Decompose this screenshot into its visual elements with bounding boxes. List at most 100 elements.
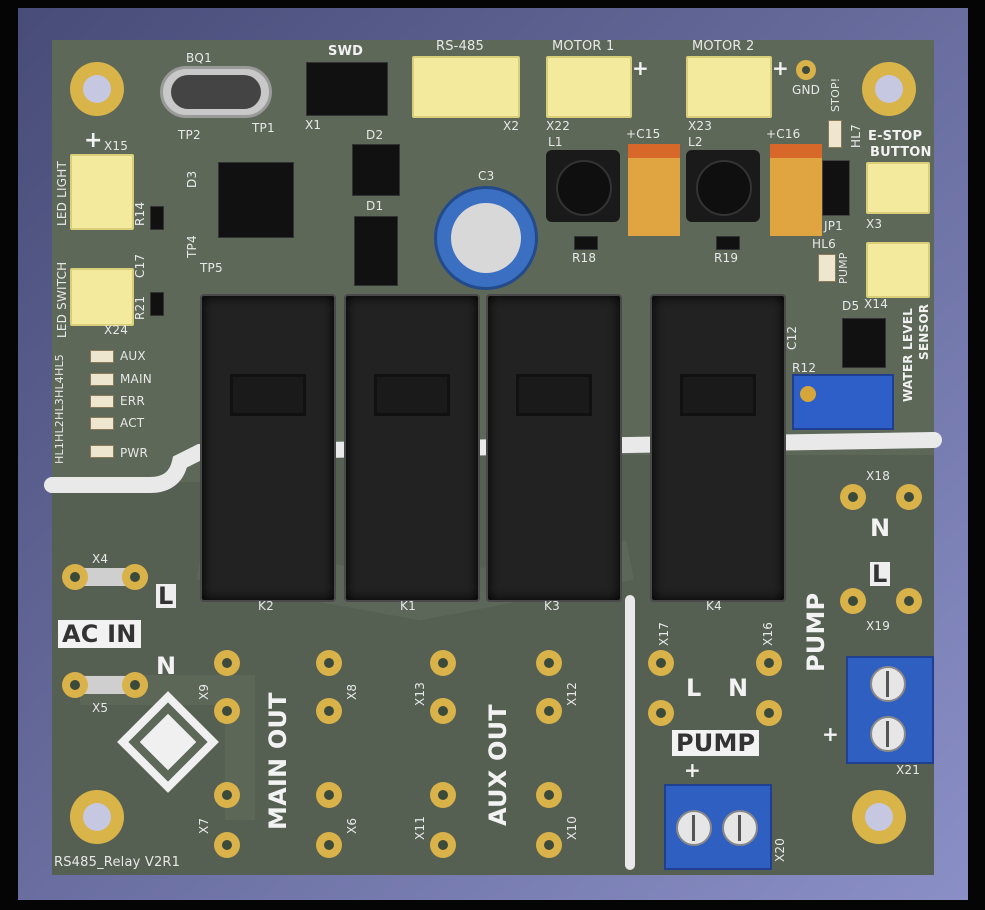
screw[interactable]	[676, 810, 712, 846]
pad	[430, 832, 456, 858]
pad	[316, 782, 342, 808]
label-led-light: LED LIGHT	[55, 161, 69, 226]
pad	[896, 484, 922, 510]
relay-k1	[344, 294, 480, 602]
label-k2: K2	[258, 599, 274, 613]
screw[interactable]	[870, 716, 906, 752]
label-c15: +C15	[626, 127, 661, 141]
label-k4: K4	[706, 599, 722, 613]
label-x7: X7	[197, 817, 211, 834]
label-x8: X8	[345, 683, 359, 700]
terminal-block-x20[interactable]	[664, 784, 772, 870]
led-light-connector	[70, 154, 134, 230]
label-c3: C3	[478, 169, 495, 183]
pad	[430, 698, 456, 724]
swd-header	[306, 62, 388, 116]
label-pump-bottom: PUMP	[672, 730, 760, 756]
mounting-hole-bottom-right	[852, 790, 906, 844]
label-tp2: TP2	[178, 128, 201, 142]
led-switch-connector	[70, 268, 134, 326]
motor2-connector	[686, 56, 772, 118]
indicator-label: ACT	[120, 416, 145, 430]
resistor-r18	[574, 236, 598, 250]
indicator-led	[90, 395, 114, 408]
pad	[122, 672, 148, 698]
pad	[316, 832, 342, 858]
capacitor-c3	[434, 186, 538, 290]
label-bq1: BQ1	[186, 51, 212, 65]
tantalum-c15	[628, 144, 680, 236]
label-main-out: MAIN OUT	[264, 692, 292, 830]
label-hl7: HL7	[849, 124, 863, 148]
label-motor1: MOTOR 1	[552, 39, 615, 54]
label-x6: X6	[345, 817, 359, 834]
relay-k2	[200, 294, 336, 602]
screw[interactable]	[870, 666, 906, 702]
pad	[122, 564, 148, 590]
indicator-label: PWR	[120, 446, 149, 460]
mcu-chip	[218, 162, 294, 238]
indicator-label: ERR	[120, 394, 145, 408]
label-r14: R14	[133, 201, 147, 226]
board-title: RS485_Relay V2R1	[54, 855, 181, 870]
label-tp1: TP1	[252, 121, 275, 135]
chip-d5	[842, 318, 886, 368]
pad	[316, 650, 342, 676]
label-sensor: SENSOR	[917, 303, 931, 360]
label-l2: L2	[688, 135, 703, 149]
pad	[316, 698, 342, 724]
label-motor2: MOTOR 2	[692, 39, 755, 54]
pad	[896, 588, 922, 614]
pump-plus: +	[684, 758, 701, 782]
indicator-ref: HL1	[53, 442, 66, 464]
pad	[648, 650, 674, 676]
motor2-plus: +	[772, 56, 789, 80]
label-x20: X20	[773, 837, 787, 862]
potentiometer-r12[interactable]	[792, 374, 894, 430]
indicator-ref: HL5	[53, 354, 66, 376]
indicator-ref: HL3	[53, 398, 66, 420]
label-c12: C12	[785, 325, 799, 350]
estop-connector	[866, 162, 930, 214]
label-x12: X12	[565, 681, 579, 706]
pad	[536, 698, 562, 724]
chip-d2	[352, 144, 400, 196]
screw[interactable]	[722, 810, 758, 846]
terminal-block-x21[interactable]	[846, 656, 934, 764]
pad	[536, 782, 562, 808]
jumper-jp1[interactable]	[822, 160, 850, 216]
pad	[430, 782, 456, 808]
label-x3: X3	[866, 217, 883, 231]
label-n-pump: N	[728, 674, 749, 702]
label-c16: +C16	[766, 127, 801, 141]
indicator-led	[90, 373, 114, 386]
label-r19: R19	[714, 251, 739, 265]
led-light-plus: +	[84, 128, 103, 153]
label-l-pump: L	[686, 674, 702, 702]
pad	[214, 832, 240, 858]
label-x10: X10	[565, 815, 579, 840]
pad	[62, 672, 88, 698]
label-d1: D1	[366, 199, 384, 213]
label-estop-button: BUTTON	[870, 145, 932, 160]
label-x9: X9	[197, 683, 211, 700]
indicator-ref: HL4	[53, 376, 66, 398]
pad	[536, 650, 562, 676]
label-k1: K1	[400, 599, 416, 613]
led-hl7	[828, 120, 842, 148]
indicator-led	[90, 417, 114, 430]
label-swd: SWD	[328, 44, 364, 59]
relay-k4	[650, 294, 786, 602]
pad	[756, 700, 782, 726]
label-d5: D5	[842, 299, 860, 313]
led-hl6	[818, 254, 836, 282]
relay-k3	[486, 294, 622, 602]
label-k3: K3	[544, 599, 560, 613]
regulator-d1	[354, 216, 398, 286]
indicator-label: AUX	[120, 349, 146, 363]
indicator-led	[90, 350, 114, 363]
label-x14: X14	[864, 297, 889, 311]
indicator-ref: HL2	[53, 420, 66, 442]
label-x13: X13	[413, 681, 427, 706]
label-c17: C17	[133, 253, 147, 278]
